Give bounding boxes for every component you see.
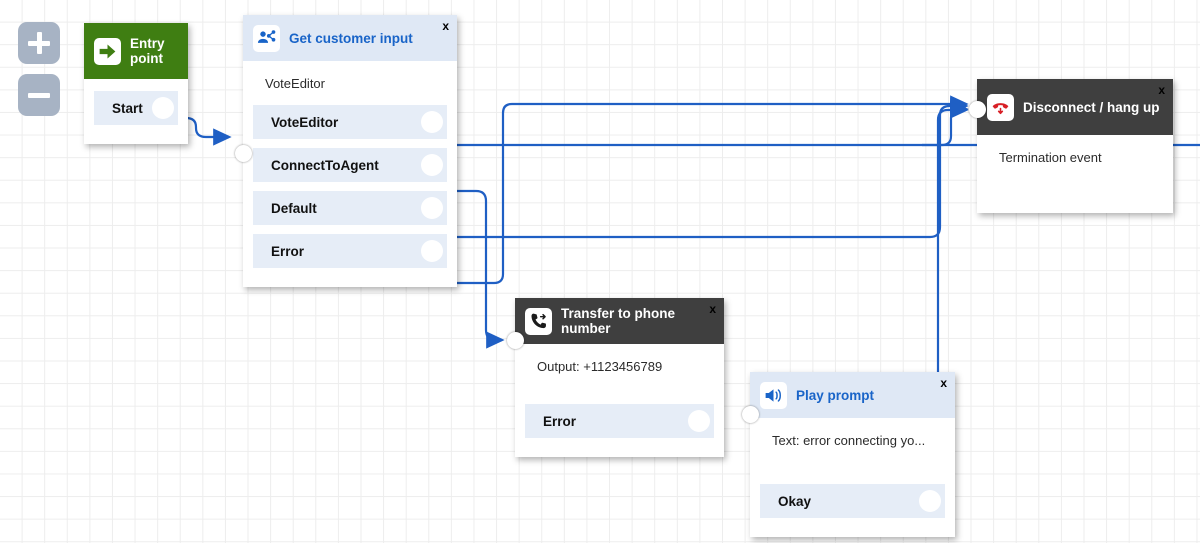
wire-start-to-get-input [172, 116, 232, 146]
node-header: Entry point [84, 23, 188, 79]
phone-hangup-icon [987, 93, 1014, 121]
branch-error[interactable]: Error [525, 404, 714, 438]
branch-connector-dot[interactable] [688, 410, 710, 432]
branch-label: Error [543, 413, 577, 429]
branch-connector-dot[interactable] [421, 240, 443, 262]
node-play-prompt[interactable]: Play prompt x Text: error connecting yo.… [742, 372, 955, 537]
branch-label: VoteEditor [271, 114, 339, 130]
phone-transfer-icon [525, 307, 552, 335]
entry-arrow-icon [94, 37, 121, 65]
wire-voteeditor-to-disconnect-2 [922, 100, 969, 147]
branch-connector-dot[interactable] [152, 97, 174, 119]
node-subtitle: VoteEditor [265, 76, 325, 91]
close-icon[interactable]: x [709, 302, 716, 316]
close-icon[interactable]: x [442, 19, 449, 33]
wire-connecttoagent-to-transfer [441, 189, 505, 349]
node-title: Get customer input [289, 30, 413, 46]
minus-icon [28, 92, 50, 98]
branch-default[interactable]: Default [253, 191, 447, 225]
node-input-dot[interactable] [235, 145, 252, 162]
node-transfer-to-phone-number[interactable]: Transfer to phone number x Output: +1123… [507, 298, 724, 457]
branch-label: Start [112, 100, 143, 116]
customer-input-icon [253, 24, 280, 52]
node-input-dot[interactable] [969, 101, 986, 118]
zoom-in-button[interactable] [18, 22, 60, 64]
branch-connecttoagent[interactable]: ConnectToAgent [253, 148, 447, 182]
branch-label: Default [271, 200, 317, 216]
branch-label: ConnectToAgent [271, 157, 379, 173]
branch-connector-dot[interactable] [421, 111, 443, 133]
close-icon[interactable]: x [1158, 83, 1165, 97]
branch-start[interactable]: Start [94, 91, 178, 125]
branch-okay[interactable]: Okay [760, 484, 945, 518]
branch-error[interactable]: Error [253, 234, 447, 268]
branch-voteeditor[interactable]: VoteEditor [253, 105, 447, 139]
node-get-customer-input[interactable]: Get customer input x VoteEditor VoteEdit… [235, 15, 457, 287]
node-title: Disconnect / hang up [1023, 99, 1160, 115]
branch-label: Error [271, 243, 305, 259]
wire-error-to-disconnect [441, 95, 969, 285]
speaker-icon [760, 381, 787, 409]
node-title: Transfer to phone number [561, 306, 676, 336]
branch-connector-dot[interactable] [421, 154, 443, 176]
branch-connector-dot[interactable] [919, 490, 941, 512]
node-title: Play prompt [796, 387, 875, 403]
node-title: Entry point [130, 36, 165, 66]
wire-okay-to-disconnect [936, 101, 969, 500]
node-subtitle: Termination event [999, 150, 1102, 165]
branch-label: Okay [778, 493, 812, 509]
branch-connector-dot[interactable] [421, 197, 443, 219]
node-header: Get customer input x [243, 15, 457, 61]
node-header: Play prompt x [750, 372, 955, 418]
plus-icon-vertical [36, 32, 42, 54]
close-icon[interactable]: x [940, 376, 947, 390]
node-header: Disconnect / hang up x [977, 79, 1173, 135]
node-subtitle: Text: error connecting yo... [772, 433, 926, 448]
node-input-dot[interactable] [507, 332, 524, 349]
node-disconnect-hang-up[interactable]: Disconnect / hang up x Termination event [969, 79, 1173, 213]
node-entry-point[interactable]: Entry point Start [84, 23, 188, 144]
zoom-out-button[interactable] [18, 74, 60, 116]
node-subtitle: Output: +1123456789 [537, 359, 663, 374]
node-input-dot[interactable] [742, 406, 759, 423]
node-header: Transfer to phone number x [515, 298, 724, 344]
wire-default-to-disconnect [441, 97, 969, 239]
